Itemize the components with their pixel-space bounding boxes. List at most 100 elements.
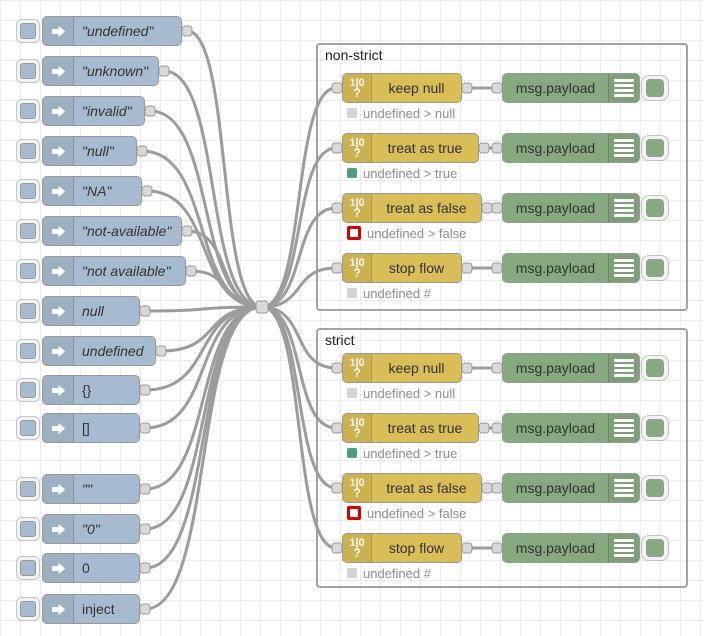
inject-node[interactable]: 0 <box>42 553 140 583</box>
output-port[interactable] <box>481 482 493 494</box>
output-port[interactable] <box>158 65 170 77</box>
group-box[interactable]: non-strict <box>316 43 688 311</box>
debug-toggle-button[interactable] <box>641 255 669 281</box>
inject-node[interactable]: "unknown" <box>42 56 159 86</box>
output-port[interactable] <box>185 265 197 277</box>
output-port[interactable] <box>139 384 151 396</box>
group-box[interactable]: strict <box>316 328 688 588</box>
inject-trigger-button[interactable] <box>16 556 40 580</box>
inject-node[interactable]: inject <box>42 594 140 624</box>
debug-node[interactable]: msg.payload <box>502 353 640 383</box>
input-port[interactable] <box>491 362 503 374</box>
input-port[interactable] <box>331 142 343 154</box>
inject-trigger-button[interactable] <box>16 597 40 621</box>
output-port[interactable] <box>481 202 493 214</box>
inject-node[interactable]: "NA" <box>42 176 142 206</box>
wire[interactable] <box>162 69 264 309</box>
wire[interactable] <box>260 305 338 430</box>
inject-node[interactable]: "" <box>42 474 140 504</box>
wire[interactable] <box>185 29 264 309</box>
wire[interactable] <box>143 305 264 430</box>
output-port[interactable] <box>136 145 148 157</box>
inject-trigger-button[interactable] <box>16 477 40 501</box>
output-port[interactable] <box>139 422 151 434</box>
output-port[interactable] <box>141 185 153 197</box>
inject-trigger-button[interactable] <box>16 416 40 440</box>
debug-toggle-button[interactable] <box>641 195 669 221</box>
input-port[interactable] <box>491 142 503 154</box>
input-port[interactable] <box>491 262 503 274</box>
debug-toggle-button[interactable] <box>641 135 669 161</box>
logic-node[interactable]: 1|0?treat as false <box>342 193 482 223</box>
inject-trigger-button[interactable] <box>16 99 40 123</box>
inject-node[interactable]: "not available" <box>42 256 186 286</box>
inject-trigger-button[interactable] <box>16 179 40 203</box>
input-port[interactable] <box>331 202 343 214</box>
wire[interactable] <box>260 305 338 550</box>
inject-node[interactable]: {} <box>42 375 140 405</box>
wire[interactable] <box>260 86 338 309</box>
output-port[interactable] <box>139 483 151 495</box>
debug-node[interactable]: msg.payload <box>502 253 640 283</box>
output-port[interactable] <box>478 142 490 154</box>
wire[interactable] <box>143 305 264 392</box>
output-port[interactable] <box>478 422 490 434</box>
debug-toggle-button[interactable] <box>641 415 669 441</box>
inject-node[interactable]: "not-available" <box>42 216 182 246</box>
output-port[interactable] <box>181 25 193 37</box>
output-port[interactable] <box>139 305 151 317</box>
debug-toggle-button[interactable] <box>641 475 669 501</box>
wire[interactable] <box>143 305 264 611</box>
inject-node[interactable]: undefined <box>42 336 156 366</box>
logic-node[interactable]: 1|0?treat as true <box>342 133 479 163</box>
output-port[interactable] <box>461 362 473 374</box>
debug-node[interactable]: msg.payload <box>502 473 640 503</box>
inject-trigger-button[interactable] <box>16 19 40 43</box>
input-port[interactable] <box>331 362 343 374</box>
wire[interactable] <box>260 206 338 309</box>
debug-toggle-button[interactable] <box>641 535 669 561</box>
logic-node[interactable]: 1|0?treat as false <box>342 473 482 503</box>
input-port[interactable] <box>491 482 503 494</box>
debug-node[interactable]: msg.payload <box>502 413 640 443</box>
inject-trigger-button[interactable] <box>16 259 40 283</box>
inject-node[interactable]: "invalid" <box>42 96 145 126</box>
debug-node[interactable]: msg.payload <box>502 193 640 223</box>
debug-node[interactable]: msg.payload <box>502 73 640 103</box>
output-port[interactable] <box>461 262 473 274</box>
wire[interactable] <box>143 305 264 531</box>
inject-node[interactable]: "undefined" <box>42 16 182 46</box>
debug-node[interactable]: msg.payload <box>502 133 640 163</box>
logic-node[interactable]: 1|0?stop flow <box>342 253 462 283</box>
inject-node[interactable]: "null" <box>42 136 137 166</box>
debug-toggle-button[interactable] <box>641 75 669 101</box>
junction-node[interactable] <box>255 300 269 314</box>
input-port[interactable] <box>491 542 503 554</box>
inject-node[interactable]: [] <box>42 413 140 443</box>
inject-node[interactable]: "0" <box>42 514 140 544</box>
input-port[interactable] <box>491 82 503 94</box>
debug-node[interactable]: msg.payload <box>502 533 640 563</box>
wire[interactable] <box>143 305 264 313</box>
wire[interactable] <box>185 229 264 309</box>
input-port[interactable] <box>331 482 343 494</box>
logic-node[interactable]: 1|0?stop flow <box>342 533 462 563</box>
input-port[interactable] <box>331 542 343 554</box>
input-port[interactable] <box>331 262 343 274</box>
inject-trigger-button[interactable] <box>16 378 40 402</box>
input-port[interactable] <box>491 202 503 214</box>
output-port[interactable] <box>139 523 151 535</box>
output-port[interactable] <box>461 82 473 94</box>
output-port[interactable] <box>155 345 167 357</box>
inject-trigger-button[interactable] <box>16 139 40 163</box>
input-port[interactable] <box>331 422 343 434</box>
logic-node[interactable]: 1|0?keep null <box>342 73 462 103</box>
logic-node[interactable]: 1|0?keep null <box>342 353 462 383</box>
output-port[interactable] <box>139 562 151 574</box>
inject-node[interactable]: null <box>42 296 140 326</box>
inject-trigger-button[interactable] <box>16 339 40 363</box>
input-port[interactable] <box>491 422 503 434</box>
output-port[interactable] <box>181 225 193 237</box>
debug-toggle-button[interactable] <box>641 355 669 381</box>
